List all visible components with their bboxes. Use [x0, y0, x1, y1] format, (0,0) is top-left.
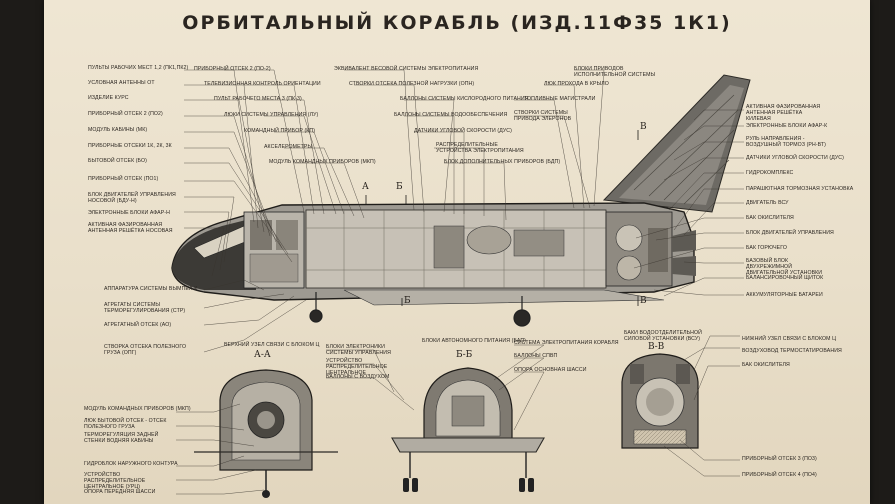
label-br-1: НИЖНИЙ УЗЕЛ СВЯЗИ С БЛОКОМ Ц	[742, 336, 837, 342]
label-br-3: БАК ОКИСЛИТЕЛЯ	[742, 362, 790, 368]
label-top-9: БАЛЛОНЫ СИСТЕМЫ КИСЛОРОДНОГО ПИТАНИЯ	[400, 96, 529, 102]
label-right-2: РУЛЬ НАПРАВЛЕНИЯ - ВОЗДУШНЫЙ ТОРМОЗ (РН-…	[746, 136, 826, 148]
label-top-11: ДАТЧИКИ УГЛОВОЙ СКОРОСТИ (ДУС)	[414, 128, 512, 134]
label-nose-thrusters: БЛОК ДВИГАТЕЛЕЙ УПРАВЛЕНИЯ НОСОВОЙ (БДУ-…	[88, 192, 176, 204]
section-title-b-b: Б-Б	[456, 350, 473, 360]
label-bm-5: СИСТЕМА ЭЛЕКТРОПИТАНИЯ КОРАБЛЯ	[514, 340, 619, 346]
label-bl-4: УСТРОЙСТВО РАСПРЕДЕЛИТЕЛЬНОЕ ЦЕНТРАЛЬНОЕ…	[84, 472, 146, 490]
orbiter-drawing	[171, 69, 751, 498]
label-right-12: АККУМУЛЯТОРНЫЕ БАТАРЕИ	[746, 292, 823, 298]
label-afar-n-electronics: ЭЛЕКТРОННЫЕ БЛОКИ АФАР-Н	[88, 210, 170, 216]
label-right-1: ЭЛЕКТРОННЫЕ БЛОКИ АФАР-К	[746, 123, 828, 129]
label-kurs: ИЗДЕЛИЕ КУРС	[88, 95, 129, 101]
label-br-4: ПРИБОРНЫЙ ОТСЕК 3 (ПО3)	[742, 456, 817, 462]
label-thermal-control: АГРЕГАТЫ СИСТЕМЫ ТЕРМОРЕГУЛИРОВАНИЯ (СТР…	[104, 302, 186, 314]
label-bl-5: ОПОРА ПЕРЕДНЯЯ ШАССИ	[84, 489, 156, 495]
label-bm-4: БЛОКИ АВТОНОМНОГО ПИТАНИЯ (БАП)	[422, 338, 527, 344]
label-payload-door: СТВОРКА ОТСЕКА ПОЛЕЗНОГО ГРУЗА (ОПГ)	[104, 344, 187, 356]
label-right-5: ПАРАШЮТНАЯ ТОРМОЗНАЯ УСТАНОВКА	[746, 186, 854, 192]
label-crew-consoles: ПУЛЬТЫ РАБОЧИХ МЕСТ 1,2 (ПК1,ПК2)	[88, 65, 189, 71]
label-living-bay: БЫТОВОЙ ОТСЕК (БО)	[88, 158, 147, 164]
label-bl-1: ЛЮК БЫТОВОЙ ОТСЕК - ОТСЕК ПОЛЕЗНОГО ГРУЗ…	[84, 418, 167, 430]
label-br-5: ПРИБОРНЫЙ ОТСЕК 4 (ПО4)	[742, 472, 817, 478]
label-right-8: БЛОК ДВИГАТЕЛЕЙ УПРАВЛЕНИЯ	[746, 230, 834, 236]
label-vympel: АППАРАТУРА СИСТЕМЫ ВЫМПЕЛ-К	[104, 286, 198, 292]
label-top-6: МОДУЛЬ КОМАНДНЫХ ПРИБОРОВ (МКП)	[269, 159, 376, 165]
label-bm-3: БАЛЛОНЫ С ВОЗДУХОМ	[326, 374, 390, 380]
section-mark-a: А	[362, 182, 369, 192]
label-instrument-bay-2: ПРИБОРНЫЙ ОТСЕК 2 (ПО2)	[88, 111, 163, 117]
label-top-16: ТОПЛИВНЫЕ МАГИСТРАЛИ	[524, 96, 596, 102]
section-v-v	[621, 353, 699, 449]
label-right-4: ГИДРОКОМПЛЕКС	[746, 170, 794, 176]
label-instrument-bays: ПРИБОРНЫЕ ОТСЕКИ 1к, 2к, 3к	[88, 143, 172, 149]
label-top-2: ПУЛЬТ РАБОЧЕГО МЕСТА 3 (ПК-3)	[214, 96, 302, 102]
label-top-7: ЭКВИВАЛЕНТ ВЕСОВОЙ СИСТЕМЫ ЭЛЕКТРОПИТАНИ…	[334, 66, 479, 72]
label-top-1: ТЕЛЕВИЗИОННАЯ КОНТРОЛЬ ОРИЕНТАЦИИ	[204, 81, 321, 87]
section-title-v-v: В-В	[648, 342, 665, 352]
label-top-14: БЛОКИ ПРИВОДОВ ИСПОЛНИТЕЛЬНОЙ СИСТЕМЫ	[574, 66, 656, 78]
label-top-10: БАЛЛОНЫ СИСТЕМЫ ВОДООБЕСПЕЧЕНИЯ	[394, 112, 508, 118]
orbiter-side-view	[171, 74, 751, 327]
label-antenna: УСЛОВНАЯ АНТЕННЫ ОТ	[88, 80, 155, 86]
label-top-17: СТВОРКИ СИСТЕМЫ ПРИВОДА ЭЛЕРОНОВ	[514, 110, 572, 122]
label-top-8: СТВОРКИ ОТСЕКА ПОЛЕЗНОЙ НАГРУЗКИ (ОПН)	[349, 81, 475, 87]
label-bm-1: БЛОКИ ЭЛЕКТРОНИКИ СИСТЕМЫ УПРАВЛЕНИЯ	[326, 344, 391, 356]
poster-title: ОРБИТАЛЬНЫЙ КОРАБЛЬ (ИЗД.11Ф35 1К1)	[182, 12, 732, 34]
section-mark-v-bottom: В	[640, 296, 647, 306]
label-right-0: АКТИВНАЯ ФАЗИРОВАННАЯ АНТЕННАЯ РЕШЁТКА К…	[746, 104, 821, 122]
label-top-0: ПРИБОРНЫЙ ОТСЕК 2 (ПО-2)	[194, 66, 271, 72]
label-bm-7: ОПОРА ОСНОВНАЯ ШАССИ	[514, 367, 587, 373]
label-top-12: РАСПРЕДЕЛИТЕЛЬНЫЕ УСТРОЙСТВА ЭЛЕКТРОПИТА…	[436, 142, 524, 154]
section-b-b	[391, 367, 545, 492]
label-top-3: ЛЮКИ СИСТЕМЫ УПРАВЛЕНИЯ (ЛУ)	[224, 112, 319, 118]
poster-sheet: ОРБИТАЛЬНЫЙ КОРАБЛЬ (ИЗД.11Ф35 1К1)	[44, 0, 870, 504]
label-br-2: ВОЗДУХОВОД ТЕРМОСТАТИРОВАНИЯ	[742, 348, 842, 354]
label-top-5: АКСЕЛЕРОМЕТРЫ	[264, 144, 313, 150]
section-title-a-a: А-А	[254, 350, 271, 360]
label-right-7: БАК ОКИСЛИТЕЛЯ	[746, 215, 794, 221]
section-mark-v-top: В	[640, 122, 647, 132]
label-right-9: БАК ГОРЮЧЕГО	[746, 245, 787, 251]
label-right-6: ДВИГАТЕЛЬ ВСУ	[746, 200, 789, 206]
section-a-a	[194, 369, 338, 498]
label-bm-2: УСТРОЙСТВО РАСПРЕДЕЛИТЕЛЬНОЕ ЦЕНТРАЛЬНОЕ	[326, 358, 388, 376]
label-aggregate-bay: АГРЕГАТНЫЙ ОТСЕК (АО)	[104, 322, 172, 328]
label-bm-0: ВЕРХНИЙ УЗЕЛ СВЯЗИ С БЛОКОМ Ц	[224, 342, 320, 348]
leader-lines	[184, 69, 744, 353]
section-mark-b: Б	[396, 182, 403, 192]
label-bm-6: БАЛЛОНЫ СПВП	[514, 353, 558, 359]
label-instrument-bay-1: ПРИБОРНЫЙ ОТСЕК (ПО1)	[88, 176, 159, 182]
label-right-3: ДАТЧИКИ УГЛОВОЙ СКОРОСТИ (ДУС)	[746, 155, 844, 161]
label-bl-2: ТЕРМОРЕГУЛЯЦИЯ ЗАДНЕЙ СТЕНКИ ВОДНЯЯ КАБИ…	[84, 432, 159, 444]
label-bl-3: ГИДРОБЛОК НАРУЖНОГО КОНТУРА	[84, 461, 178, 467]
label-top-4: КОМАНДНЫЙ ПРИБОР (КП)	[244, 128, 316, 134]
label-bl-0: МОДУЛЬ КОМАНДНЫХ ПРИБОРОВ (МКП)	[84, 406, 191, 412]
label-top-13: БЛОК ДОПОЛНИТЕЛЬНЫХ ПРИБОРОВ (БДП)	[444, 159, 561, 165]
label-right-11: БАЛАНСИРОВОЧНЫЙ ЩИТОК	[746, 275, 824, 281]
label-cabin-module: МОДУЛЬ КАБИНЫ (МК)	[88, 127, 148, 133]
label-br-0: БАКИ ВОДООТДЕЛИТЕЛЬНОЙ СИЛОВОЙ УСТАНОВКИ…	[624, 330, 702, 342]
label-top-15: ЛЮК ПРОХОДА В КРЫЛО	[544, 81, 609, 87]
label-nose-phased-array: АКТИВНАЯ ФАЗИРОВАННАЯ АНТЕННАЯ РЕШЁТКА Н…	[88, 222, 173, 234]
section-mark-b-bottom: Б	[404, 296, 411, 306]
label-right-10: БАЗОВЫЙ БЛОК ДВУХРЕЖИМНОЙ ДВИГАТЕЛЬНОЙ У…	[746, 258, 823, 276]
